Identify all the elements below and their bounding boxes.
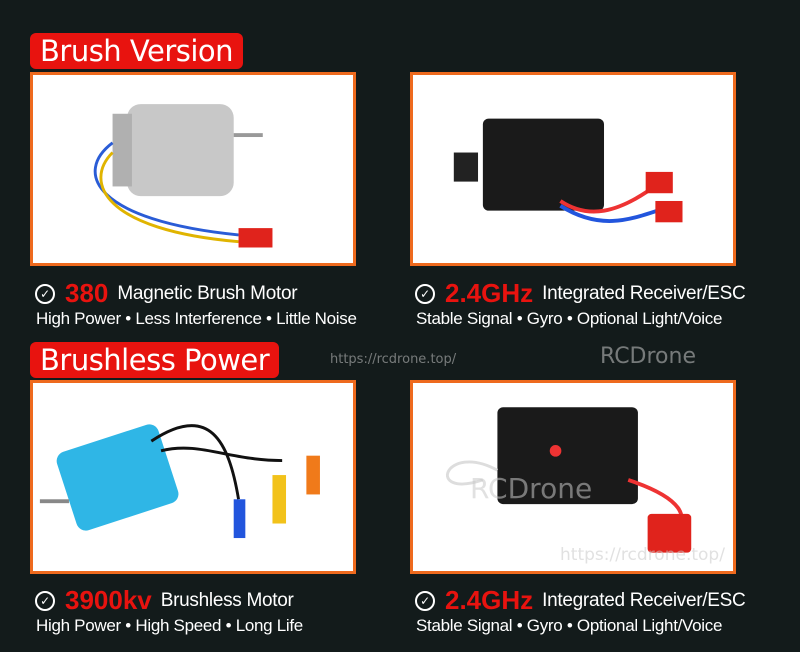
section-title-brushless: Brushless Power <box>30 342 280 378</box>
check-circle-icon: ✓ <box>35 590 55 611</box>
watermark-brand: RCDrone <box>600 344 696 369</box>
brushless-motor-image <box>30 380 356 574</box>
features-receiver-esc: Stable Signal • Gyro • Optional Light/Vo… <box>416 309 723 328</box>
features-brushless-esc: Stable Signal • Gyro • Optional Light/Vo… <box>416 616 723 635</box>
brushless-esc-image <box>410 380 736 574</box>
receiver-esc-image <box>410 72 736 266</box>
check-circle-icon: ✓ <box>415 590 435 611</box>
check-circle-icon: ✓ <box>415 283 435 304</box>
brush-motor-image <box>30 72 356 266</box>
check-circle-icon: ✓ <box>35 283 55 304</box>
features-brush-motor: High Power • Less Interference • Little … <box>36 309 357 328</box>
watermark-url: https://rcdrone.top/ <box>330 352 457 367</box>
section-title-brush: Brush Version <box>30 33 244 69</box>
watermark-url-2: https://rcdrone.top/ <box>560 545 725 565</box>
watermark-brand-2: RCDrone <box>470 472 593 505</box>
features-brushless-motor: High Power • High Speed • Long Life <box>36 616 303 635</box>
